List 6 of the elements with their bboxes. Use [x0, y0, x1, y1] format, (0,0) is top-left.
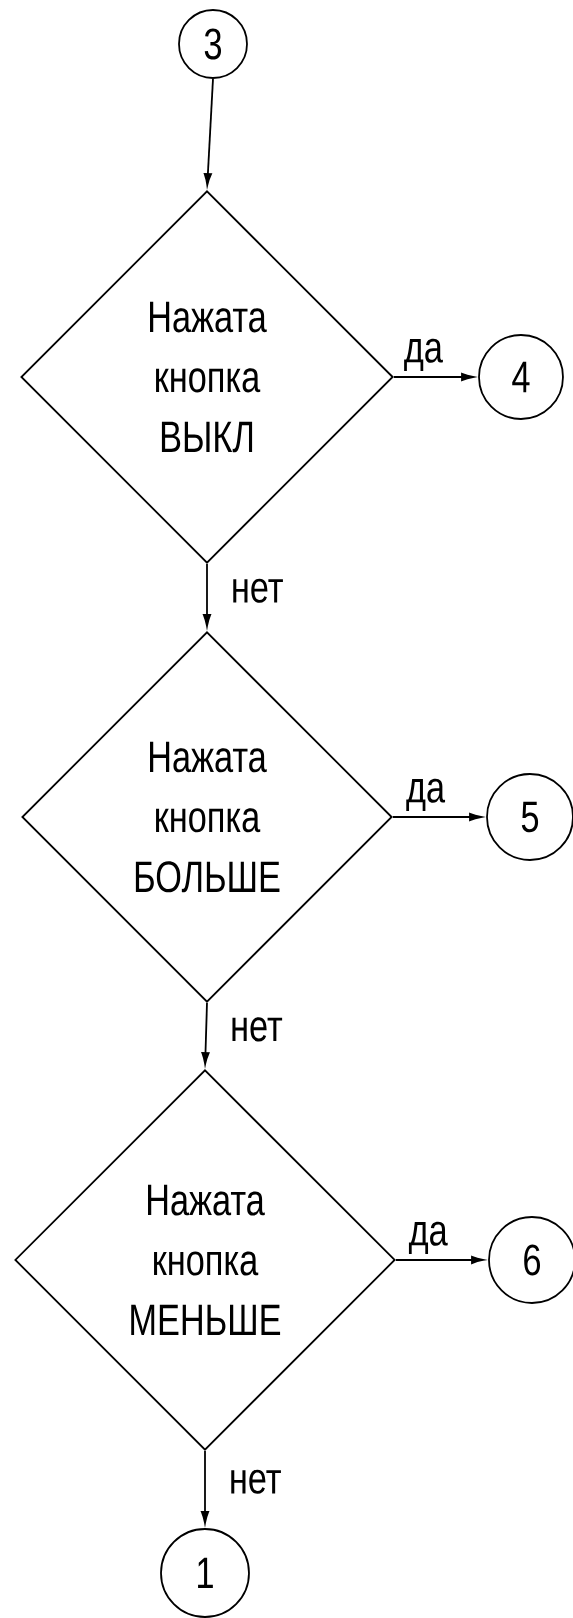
edge-label: нет — [227, 1468, 283, 1495]
edge-label: нет — [229, 577, 285, 604]
edge-label: да — [407, 1220, 449, 1256]
edge-label: да — [404, 777, 447, 813]
edge-label: да — [402, 337, 444, 373]
edge-label: нет — [229, 1016, 284, 1043]
